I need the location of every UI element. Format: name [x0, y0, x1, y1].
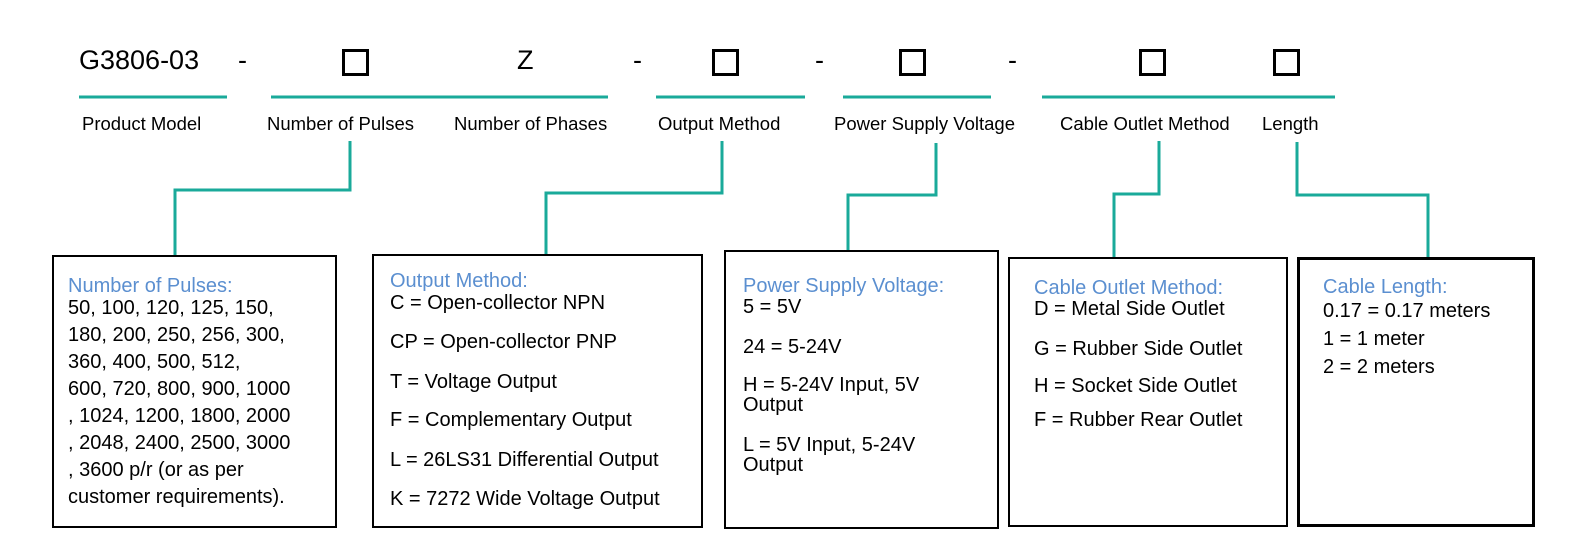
- cable-option: H = Socket Side Outlet: [1034, 375, 1237, 397]
- voltage-option: H = 5-24V Input, 5V Output: [743, 374, 920, 416]
- separator-dash: -: [633, 45, 642, 75]
- output-option: C = Open-collector NPN: [390, 292, 606, 314]
- output-box-title: Output Method:: [390, 270, 528, 292]
- output-option: K = 7272 Wide Voltage Output: [390, 488, 660, 510]
- pulses-box-title: Number of Pulses:: [68, 275, 233, 297]
- connector-pulses: [173, 141, 352, 257]
- model-code: G3806-03: [79, 45, 200, 75]
- voltage-box: Power Supply Voltage: 5 = 5V 24 = 5-24V …: [724, 250, 999, 529]
- pulses-line: 180, 200, 250, 256, 300,: [68, 324, 285, 346]
- cable-box-title: Cable Outlet Method:: [1034, 277, 1223, 299]
- pulses-box-values: 50, 100, 120, 125, 150, 180, 200, 250, 2…: [68, 295, 336, 511]
- output-box: Output Method: C = Open-collector NPN CP…: [372, 254, 703, 528]
- pulses-placeholder-box: [342, 49, 369, 76]
- cable-option: F = Rubber Rear Outlet: [1034, 409, 1243, 431]
- cable-option: G = Rubber Side Outlet: [1034, 338, 1243, 360]
- label-number-of-phases: Number of Phases: [454, 113, 608, 134]
- pulses-line: , 1024, 1200, 1800, 2000: [68, 405, 291, 427]
- label-power-supply-voltage: Power Supply Voltage: [834, 113, 1016, 134]
- label-output-method: Output Method: [658, 113, 781, 134]
- connector-output: [544, 141, 724, 256]
- length-box: Cable Length: 0.17 = 0.17 meters 1 = 1 m…: [1297, 257, 1535, 527]
- output-option: CP = Open-collector PNP: [390, 331, 617, 353]
- output-option: L = 26LS31 Differential Output: [390, 449, 659, 471]
- length-box-title: Cable Length:: [1323, 276, 1448, 298]
- pulses-line: 50, 100, 120, 125, 150,: [68, 297, 274, 319]
- label-length: Length: [1262, 113, 1319, 134]
- output-option: T = Voltage Output: [390, 371, 557, 393]
- voltage-placeholder-box: [899, 49, 926, 76]
- voltage-option: 5 = 5V: [743, 296, 802, 318]
- voltage-option: L = 5V Input, 5-24V Output: [743, 434, 916, 476]
- cable-option: D = Metal Side Outlet: [1034, 298, 1225, 320]
- phase-code: Z: [517, 45, 534, 75]
- pulses-box: Number of Pulses: 50, 100, 120, 125, 150…: [52, 255, 337, 528]
- connector-cable: [1112, 141, 1161, 258]
- length-placeholder-box: [1273, 49, 1300, 76]
- label-number-of-pulses: Number of Pulses: [267, 113, 415, 134]
- output-option: F = Complementary Output: [390, 409, 632, 431]
- label-cable-outlet-method: Cable Outlet Method: [1060, 113, 1230, 134]
- pulses-line: customer requirements).: [68, 486, 285, 508]
- separator-dash: -: [815, 45, 824, 75]
- cable-placeholder-box: [1139, 49, 1166, 76]
- pulses-line: , 3600 p/r (or as per: [68, 459, 244, 481]
- separator-dash: -: [1008, 45, 1017, 75]
- length-option: 0.17 = 0.17 meters: [1323, 300, 1491, 322]
- connector-voltage: [846, 143, 938, 251]
- voltage-box-title: Power Supply Voltage:: [743, 275, 945, 297]
- connector-length: [1295, 142, 1430, 258]
- pulses-line: 360, 400, 500, 512,: [68, 351, 241, 373]
- pulses-line: 600, 720, 800, 900, 1000: [68, 378, 291, 400]
- length-option: 2 = 2 meters: [1323, 356, 1435, 378]
- label-product-model: Product Model: [82, 113, 202, 134]
- voltage-option: 24 = 5-24V: [743, 336, 842, 358]
- length-option: 1 = 1 meter: [1323, 328, 1425, 350]
- separator-dash: -: [238, 45, 247, 75]
- pulses-line: , 2048, 2400, 2500, 3000: [68, 432, 291, 454]
- output-placeholder-box: [712, 49, 739, 76]
- cable-box: Cable Outlet Method: D = Metal Side Outl…: [1008, 257, 1288, 527]
